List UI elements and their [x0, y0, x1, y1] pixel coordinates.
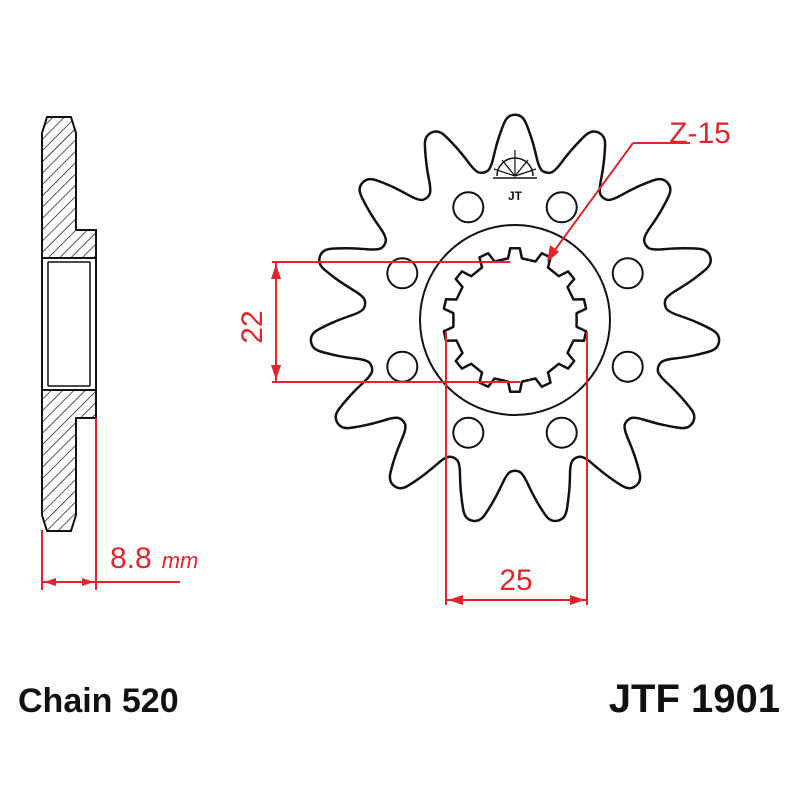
- thickness-dimension: [41, 418, 180, 590]
- side-profile-lower-section: [41, 389, 97, 532]
- part-number: JTF 1901: [609, 677, 780, 721]
- side-profile-upper-section: [41, 116, 97, 259]
- bolt-hole: [545, 191, 578, 224]
- tooth-count-leader: [547, 142, 690, 262]
- jt-logo: JT: [493, 150, 537, 203]
- thickness-dimension-label: 8.8 mm: [110, 542, 198, 575]
- svg-text:JT: JT: [508, 189, 523, 203]
- side-profile-view: [41, 116, 97, 532]
- bolt-hole: [611, 257, 644, 290]
- thickness-value: 8.8: [110, 542, 152, 575]
- thickness-unit: mm: [162, 548, 199, 573]
- sprocket-face-view: JT: [309, 113, 721, 523]
- dimension-annotations: [41, 142, 690, 605]
- side-profile-hub-bore: [41, 257, 97, 391]
- spline-bore: [442, 246, 588, 394]
- width-dimension-value: 25: [499, 564, 532, 597]
- tooth-count-label: Z-15: [669, 117, 731, 150]
- bolt-hole: [452, 191, 485, 224]
- height-dimension-value: 22: [236, 310, 269, 343]
- bolt-holes: [386, 191, 644, 449]
- height-dimension: [271, 261, 520, 383]
- hub-ring: [419, 224, 611, 416]
- bolt-hole: [386, 257, 419, 290]
- bolt-hole: [452, 416, 485, 449]
- bolt-hole: [545, 416, 578, 449]
- bolt-hole: [386, 350, 419, 383]
- chain-label: Chain 520: [18, 682, 179, 720]
- width-dimension: [445, 332, 588, 605]
- bolt-hole: [611, 350, 644, 383]
